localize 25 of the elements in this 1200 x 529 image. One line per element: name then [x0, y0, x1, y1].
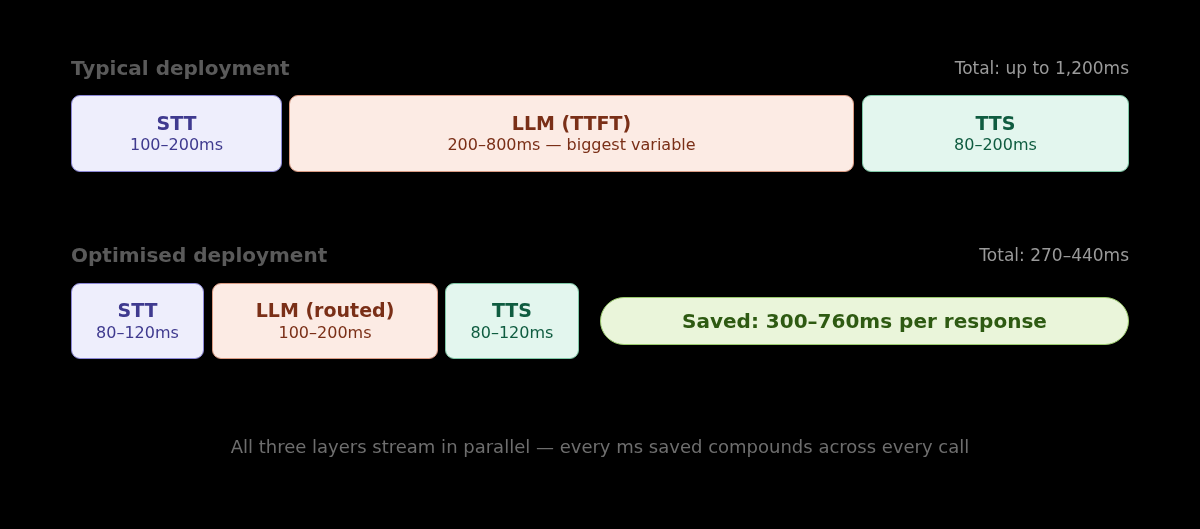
latency-range: 200–800ms — biggest variable	[447, 135, 696, 156]
latency-range: 80–120ms	[470, 322, 554, 343]
stage-name: LLM (routed)	[255, 299, 395, 323]
section-heading: Typical deployment	[71, 56, 290, 80]
stage-name: TTS	[975, 111, 1016, 136]
footnote: All three layers stream in parallel — every ms saved compounds across every call	[230, 436, 970, 457]
total-note: Total: 270–440ms	[979, 245, 1129, 265]
total-note: Total: up to 1,200ms	[954, 58, 1129, 78]
latency-range: 100–200ms	[130, 135, 223, 156]
latency-box	[445, 283, 579, 359]
latency-range: 80–200ms	[954, 135, 1037, 156]
stage-name: STT	[117, 299, 158, 323]
stage-name: LLM (TTFT)	[511, 111, 632, 136]
latency-range: 80–120ms	[96, 322, 179, 343]
latency-range: 100–200ms	[278, 322, 372, 343]
latency-box	[71, 95, 282, 172]
latency-box	[212, 283, 438, 359]
latency-box	[289, 95, 854, 172]
stage-name: TTS	[491, 299, 532, 323]
stage-name: Saved: 300–760ms per response	[682, 308, 1047, 334]
section-heading: Optimised deployment	[71, 243, 328, 267]
latency-box	[71, 283, 204, 359]
latency-box	[600, 297, 1129, 345]
latency-box	[862, 95, 1129, 172]
stage-name: STT	[156, 111, 197, 136]
